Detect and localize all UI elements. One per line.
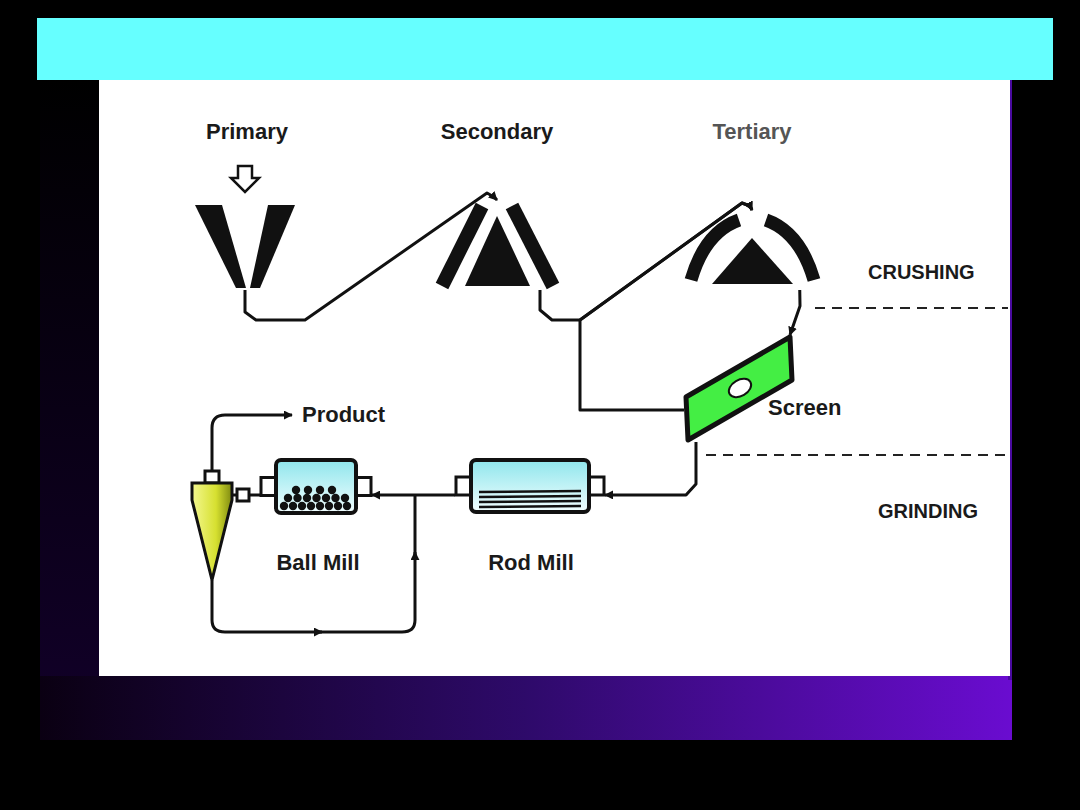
cone-crusher: Secondary xyxy=(435,200,560,290)
grinding-ball xyxy=(307,502,315,510)
grinding-rod xyxy=(479,491,581,492)
grinding-ball xyxy=(341,494,349,502)
grinding-ball xyxy=(292,486,300,494)
cone-crusher: Tertiary xyxy=(685,210,820,290)
screen-hole xyxy=(726,375,755,401)
bottom-band xyxy=(40,676,1012,740)
mill-shell xyxy=(471,460,589,512)
section-label: CRUSHING xyxy=(868,261,975,283)
dashed-divider xyxy=(706,454,1008,456)
title-band xyxy=(37,18,1053,80)
jaw-crusher: Primary xyxy=(195,200,295,290)
cone-head xyxy=(465,216,530,286)
section-label: GRINDING xyxy=(878,500,978,522)
grinding-ball xyxy=(316,486,324,494)
grinding-ball xyxy=(312,494,320,502)
grinding-ball xyxy=(293,494,301,502)
node-label: Screen xyxy=(768,396,841,420)
grinding-ball xyxy=(325,502,333,510)
cone-head xyxy=(712,238,793,284)
grinding-ball xyxy=(284,494,292,502)
trunnion xyxy=(261,478,276,496)
pipe-joint xyxy=(237,489,249,501)
grinding-ball xyxy=(328,486,336,494)
dashed-divider xyxy=(815,307,1008,309)
flow-connector xyxy=(790,290,800,335)
node-label: Ball Mill xyxy=(276,551,359,575)
cone-crusher-drawing xyxy=(435,200,560,290)
cyclone xyxy=(192,471,262,580)
cyclone-body xyxy=(192,483,232,580)
jaw-crusher-drawing xyxy=(195,200,295,290)
grinding-rod xyxy=(479,506,581,507)
grinding-rod xyxy=(479,501,581,502)
grinding-ball xyxy=(280,502,288,510)
jaw-plate xyxy=(250,205,295,288)
flow-connector xyxy=(372,493,455,496)
grinding-ball xyxy=(343,502,351,510)
flow-connector xyxy=(245,193,497,320)
trunnion xyxy=(589,477,604,495)
grinding-ball xyxy=(331,494,339,502)
grinding-ball xyxy=(289,502,297,510)
ball-mill-drawing xyxy=(260,458,372,515)
cyclone-outlet xyxy=(205,471,219,483)
grinding-ball xyxy=(304,486,312,494)
underflow-line xyxy=(212,580,322,632)
flow-connector xyxy=(605,442,696,495)
grinding-ball xyxy=(303,494,311,502)
node-label: Primary xyxy=(206,120,288,144)
grinding-ball xyxy=(316,502,324,510)
rod-mill-drawing xyxy=(455,458,605,514)
side-strip xyxy=(40,80,99,740)
cone-crusher-drawing xyxy=(685,210,820,290)
node-label: Rod Mill xyxy=(488,551,574,575)
vibrating-screen: Screen xyxy=(684,335,796,442)
trunnion xyxy=(356,478,371,496)
underflow-line xyxy=(414,496,417,556)
trunnion xyxy=(456,477,471,495)
mill-shell xyxy=(276,460,356,513)
grinding-ball xyxy=(334,502,342,510)
grinding-ball xyxy=(322,494,330,502)
screen-deck xyxy=(686,337,792,440)
product-label: Product xyxy=(302,403,385,427)
ball-mill: Ball Mill xyxy=(260,458,372,515)
vibrating-screen-drawing xyxy=(684,335,796,442)
grinding-rod xyxy=(479,496,581,497)
jaw-plate xyxy=(195,205,246,288)
white-panel xyxy=(99,80,1010,676)
node-label: Secondary xyxy=(441,120,554,144)
feed-arrow xyxy=(231,166,259,192)
grinding-ball xyxy=(298,502,306,510)
rod-mill: Rod Mill xyxy=(455,458,605,514)
node-label: Tertiary xyxy=(712,120,791,144)
